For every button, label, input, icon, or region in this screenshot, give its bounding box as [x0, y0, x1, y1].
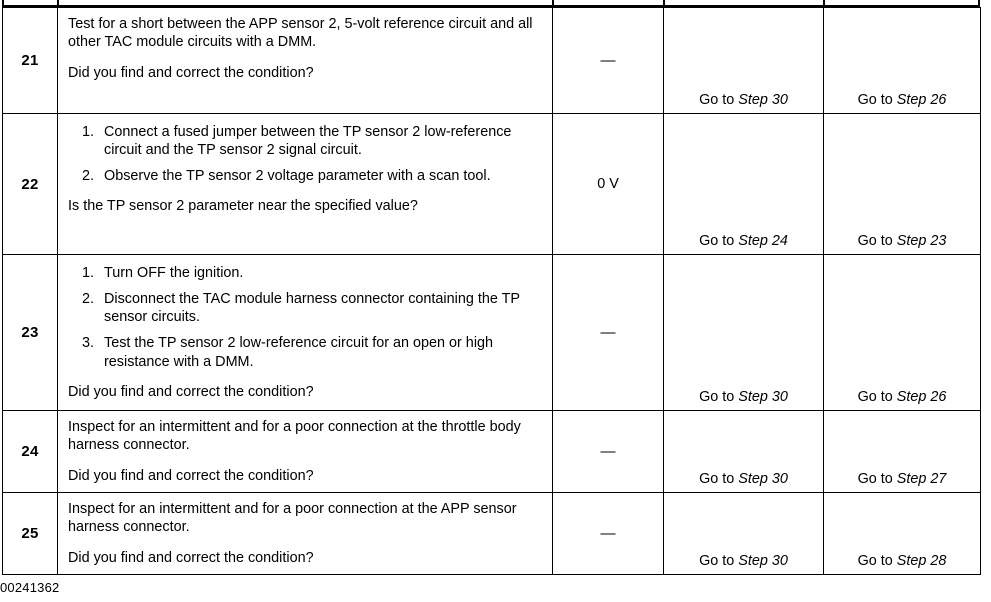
- column-divider-step: [57, 0, 59, 5]
- yes-branch-prefix: Go to: [699, 471, 739, 487]
- figure-reference-code: 00241362: [0, 580, 60, 595]
- action-text: Inspect for an intermittent and for a po…: [68, 419, 521, 454]
- yes-branch-target: Step 30: [738, 92, 788, 108]
- step-number-cell: 22: [2, 113, 58, 255]
- value-cell: —: [552, 254, 664, 411]
- no-branch-prefix: Go to: [857, 471, 897, 487]
- no-branch-target: Step 23: [896, 233, 947, 249]
- no-branch-prefix: Go to: [857, 92, 897, 108]
- no-branch-prefix: Go to: [857, 553, 897, 569]
- value-text: —: [600, 524, 616, 542]
- table-top-partial-row: [2, 0, 980, 7]
- yes-branch-target: Step 30: [738, 471, 788, 487]
- table-row: 25 Inspect for an intermittent and for a…: [2, 492, 981, 575]
- step-number: 21: [21, 52, 39, 69]
- step-number: 25: [21, 525, 39, 542]
- list-item: Test the TP sensor 2 low-reference circu…: [98, 334, 542, 370]
- action-question: Did you find and correct the condition?: [68, 65, 314, 82]
- no-branch-cell: Go to Step 23: [823, 113, 981, 255]
- action-step-list: Turn OFF the ignition. Disconnect the TA…: [68, 264, 542, 371]
- list-item: Observe the TP sensor 2 voltage paramete…: [98, 167, 542, 185]
- step-number-cell: 25: [2, 492, 58, 575]
- value-text: —: [600, 51, 616, 69]
- action-question: Did you find and correct the condition?: [68, 550, 314, 567]
- value-text: —: [600, 442, 616, 460]
- table-row: 23 Turn OFF the ignition. Disconnect the…: [2, 254, 981, 411]
- action-text: Inspect for an intermittent and for a po…: [68, 501, 517, 536]
- table-row: 21 Test for a short between the APP sens…: [2, 7, 981, 114]
- yes-branch-target: Step 24: [738, 233, 788, 249]
- step-number: 24: [21, 443, 39, 460]
- action-question: Is the TP sensor 2 parameter near the sp…: [68, 198, 418, 215]
- no-branch-cell: Go to Step 27: [823, 410, 981, 493]
- no-branch-cell: Go to Step 26: [823, 7, 981, 114]
- step-number-cell: 24: [2, 410, 58, 493]
- no-branch-target: Step 27: [896, 471, 947, 487]
- no-branch-target: Step 26: [896, 92, 947, 108]
- yes-branch-prefix: Go to: [699, 553, 739, 569]
- yes-branch-target: Step 30: [738, 389, 788, 405]
- column-divider-yes: [823, 0, 825, 5]
- no-branch-prefix: Go to: [857, 389, 897, 405]
- yes-branch-cell: Go to Step 30: [663, 410, 824, 493]
- table-body: 21 Test for a short between the APP sens…: [2, 7, 981, 575]
- no-branch-target: Step 28: [896, 553, 947, 569]
- action-cell: Inspect for an intermittent and for a po…: [57, 492, 553, 575]
- list-item: Turn OFF the ignition.: [98, 264, 542, 282]
- action-cell: Turn OFF the ignition. Disconnect the TA…: [57, 254, 553, 411]
- no-branch-prefix: Go to: [857, 233, 897, 249]
- value-text: —: [600, 323, 616, 341]
- table-row: 22 Connect a fused jumper between the TP…: [2, 113, 981, 255]
- yes-branch-cell: Go to Step 30: [663, 7, 824, 114]
- yes-branch-prefix: Go to: [699, 389, 739, 405]
- yes-branch-prefix: Go to: [699, 92, 739, 108]
- table-row: 24 Inspect for an intermittent and for a…: [2, 410, 981, 493]
- action-cell: Connect a fused jumper between the TP se…: [57, 113, 553, 255]
- step-number-cell: 21: [2, 7, 58, 114]
- value-text: 0 V: [597, 176, 619, 192]
- value-cell: —: [552, 7, 664, 114]
- action-step-list: Connect a fused jumper between the TP se…: [68, 123, 542, 185]
- yes-branch-cell: Go to Step 30: [663, 492, 824, 575]
- column-divider-action: [552, 0, 554, 5]
- column-divider-value: [663, 0, 665, 5]
- list-item: Connect a fused jumper between the TP se…: [98, 123, 542, 159]
- step-number-cell: 23: [2, 254, 58, 411]
- yes-branch-cell: Go to Step 30: [663, 254, 824, 411]
- no-branch-cell: Go to Step 28: [823, 492, 981, 575]
- action-cell: Inspect for an intermittent and for a po…: [57, 410, 553, 493]
- yes-branch-prefix: Go to: [699, 233, 739, 249]
- no-branch-cell: Go to Step 26: [823, 254, 981, 411]
- step-number: 22: [21, 175, 39, 193]
- value-cell: —: [552, 410, 664, 493]
- value-cell: 0 V: [552, 113, 664, 255]
- value-cell: —: [552, 492, 664, 575]
- yes-branch-target: Step 30: [738, 553, 788, 569]
- step-number: 23: [21, 324, 39, 341]
- action-text: Test for a short between the APP sensor …: [68, 16, 533, 51]
- action-question: Did you find and correct the condition?: [68, 468, 314, 485]
- no-branch-target: Step 26: [896, 389, 947, 405]
- action-question: Did you find and correct the condition?: [68, 383, 314, 400]
- action-cell: Test for a short between the APP sensor …: [57, 7, 553, 114]
- yes-branch-cell: Go to Step 24: [663, 113, 824, 255]
- list-item: Disconnect the TAC module harness connec…: [98, 290, 542, 326]
- diagnostic-procedure-table: 21 Test for a short between the APP sens…: [2, 7, 981, 575]
